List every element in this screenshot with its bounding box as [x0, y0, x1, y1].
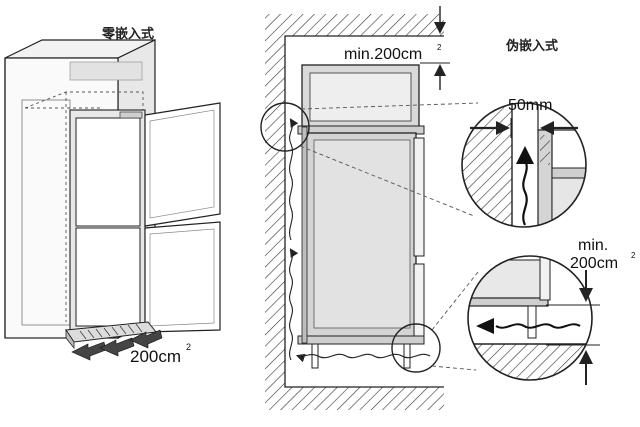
top-gap-dimension — [420, 6, 450, 90]
detail-top-magnifier: 50mm — [461, 97, 587, 228]
side-gap-value: 50mm — [508, 97, 552, 114]
top-gap-sup: 2 — [437, 43, 442, 52]
callout-leaders — [299, 102, 479, 371]
bottom-gap-prefix: min. — [578, 237, 608, 254]
detail-bottom-magnifier: min. 200cm 2 — [467, 237, 636, 385]
open-doors — [144, 102, 221, 333]
left-vent-area-sup: 2 — [186, 342, 191, 352]
left-title: 零嵌入式 — [101, 26, 154, 42]
right-title: 伪嵌入式 — [505, 38, 558, 54]
top-gap-value: min.200cm — [344, 46, 422, 63]
flush-built-in-illustration: 零嵌入式 — [4, 26, 221, 366]
wall-section — [265, 14, 444, 410]
rear-airflow — [289, 118, 431, 363]
bottom-gap-sup: 2 — [631, 251, 636, 260]
fridge-front — [69, 109, 146, 333]
top-callout-circle — [260, 102, 310, 152]
grille-airflow-arrows — [71, 329, 163, 361]
left-vent-area-value: 200cm — [130, 347, 181, 366]
bottom-callout-circle — [391, 323, 441, 373]
bottom-gap-value: 200cm — [570, 255, 618, 272]
refrigerator-body — [297, 126, 425, 369]
semi-built-in-section: 伪嵌入式 — [260, 6, 558, 410]
upper-cabinet — [297, 64, 425, 135]
